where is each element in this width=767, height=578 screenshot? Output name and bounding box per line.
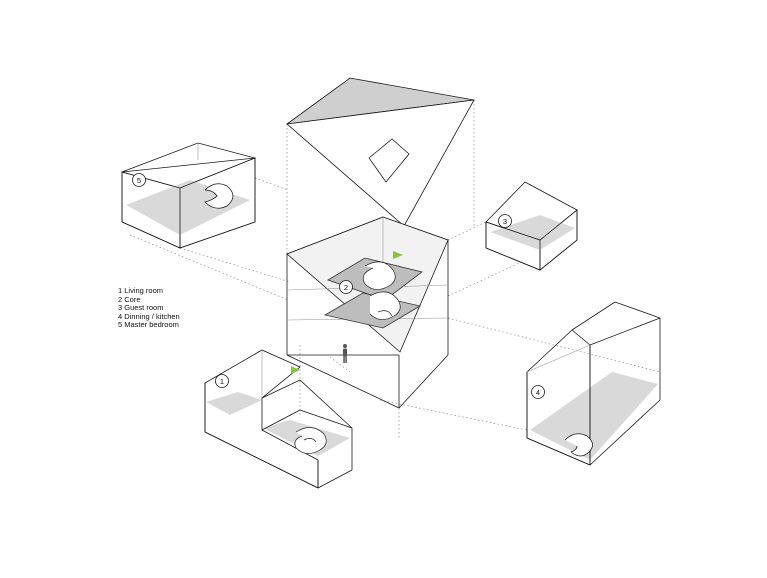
core-volume (286, 216, 450, 409)
guest-room-volume (485, 181, 578, 271)
master-bedroom-volume (120, 142, 257, 249)
living-accent-flag (291, 366, 300, 374)
living-room-volume (204, 349, 353, 489)
tag-circle-3 (498, 214, 512, 228)
tag-label-5: 5 (137, 176, 141, 185)
kitchen-stair-cutout (564, 433, 593, 457)
person-figure (343, 344, 347, 363)
legend-item-master-bedroom: 5 Master bedroom (118, 320, 179, 330)
core-accent-flag (393, 251, 403, 259)
living-floor-left (206, 392, 262, 415)
room-legend: 1 Living room 2 Core 3 Guest room 4 Dinn… (118, 286, 180, 330)
tag-circle-5 (132, 173, 146, 187)
roof-skylight (368, 138, 410, 183)
bedroom-stair-cutout (204, 183, 234, 209)
tag-circle-1 (215, 374, 229, 388)
tag-label-2: 2 (344, 283, 348, 292)
legend-item-dining-kitchen: 4 Dinning / kitchen (118, 311, 180, 321)
legend-item-guest-room: 3 Guest room (118, 303, 164, 313)
tag-label-3: 3 (503, 217, 507, 226)
kitchen-floor (530, 372, 658, 460)
legend-item-living-room: 1 Living room (118, 286, 164, 295)
tag-label-4: 4 (536, 388, 540, 397)
spiral-stair-living (294, 427, 327, 454)
roof-piece (286, 77, 475, 227)
legend-item-core: 2 Core (118, 294, 141, 304)
guest-floor (490, 215, 575, 250)
spiral-stair-core (362, 261, 401, 320)
tag-circle-2 (339, 280, 353, 294)
tag-label-1: 1 (220, 377, 224, 386)
dining-kitchen-volume (526, 301, 661, 466)
tag-circle-4 (531, 385, 545, 399)
